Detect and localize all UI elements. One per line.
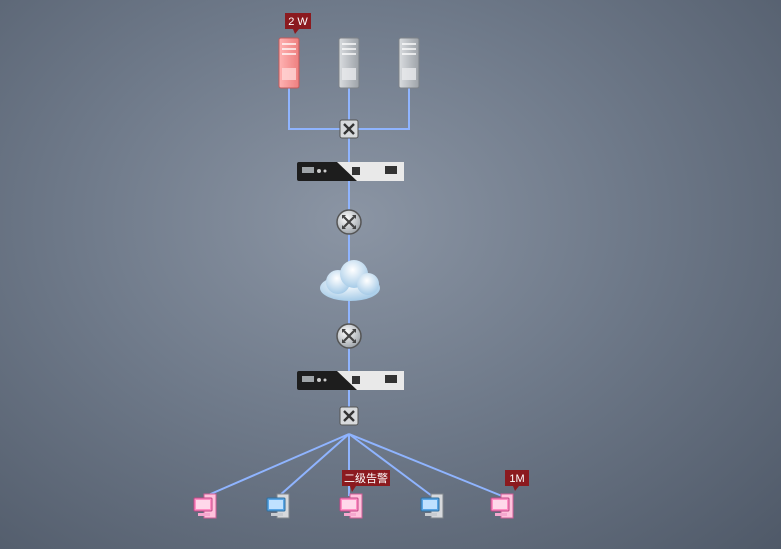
alarm-badge-server-1: 2 W xyxy=(285,13,311,34)
server-3[interactable] xyxy=(398,37,420,89)
pc-icon xyxy=(339,493,363,519)
server-icon xyxy=(338,37,360,89)
router-icon xyxy=(336,323,362,349)
pc-5[interactable] xyxy=(490,493,514,519)
link-switch-pc-4 xyxy=(348,433,433,497)
pc-icon xyxy=(490,493,514,519)
pc-1[interactable] xyxy=(193,493,217,519)
router-icon xyxy=(336,209,362,235)
pc-icon xyxy=(193,493,217,519)
firewall-appliance-icon xyxy=(297,371,404,390)
router-bottom[interactable] xyxy=(336,323,362,349)
pc-icon xyxy=(420,493,444,519)
pc-2[interactable] xyxy=(266,493,290,519)
alarm-badge-pc-5: 1M xyxy=(505,470,529,491)
pc-4[interactable] xyxy=(420,493,444,519)
link-server-3-switch xyxy=(349,88,410,130)
switch-icon xyxy=(339,119,359,139)
pc-icon xyxy=(266,493,290,519)
alarm-label: 二级告警 xyxy=(344,471,388,485)
firewall-appliance-icon xyxy=(297,162,404,181)
pc-3[interactable] xyxy=(339,493,363,519)
cloud-icon xyxy=(320,260,380,301)
switch-top[interactable] xyxy=(339,119,359,139)
firewall-top[interactable] xyxy=(297,162,404,181)
internet-cloud[interactable] xyxy=(320,260,380,301)
alarm-label: 2 W xyxy=(288,16,308,28)
link-switch-pc-5 xyxy=(348,433,503,497)
server-icon xyxy=(398,37,420,89)
server-2[interactable] xyxy=(338,37,360,89)
alarm-badge-pc-3: 二级告警 xyxy=(342,470,390,492)
firewall-bottom[interactable] xyxy=(297,371,404,390)
switch-icon xyxy=(339,406,359,426)
server-1[interactable] xyxy=(278,37,300,89)
link-server-1-switch xyxy=(288,88,349,130)
switch-bottom[interactable] xyxy=(339,406,359,426)
router-top[interactable] xyxy=(336,209,362,235)
alarm-label: 1M xyxy=(509,473,524,485)
link-switch-pc-2 xyxy=(278,433,350,497)
server-icon xyxy=(278,37,300,89)
link-switch-pc-1 xyxy=(205,433,350,497)
